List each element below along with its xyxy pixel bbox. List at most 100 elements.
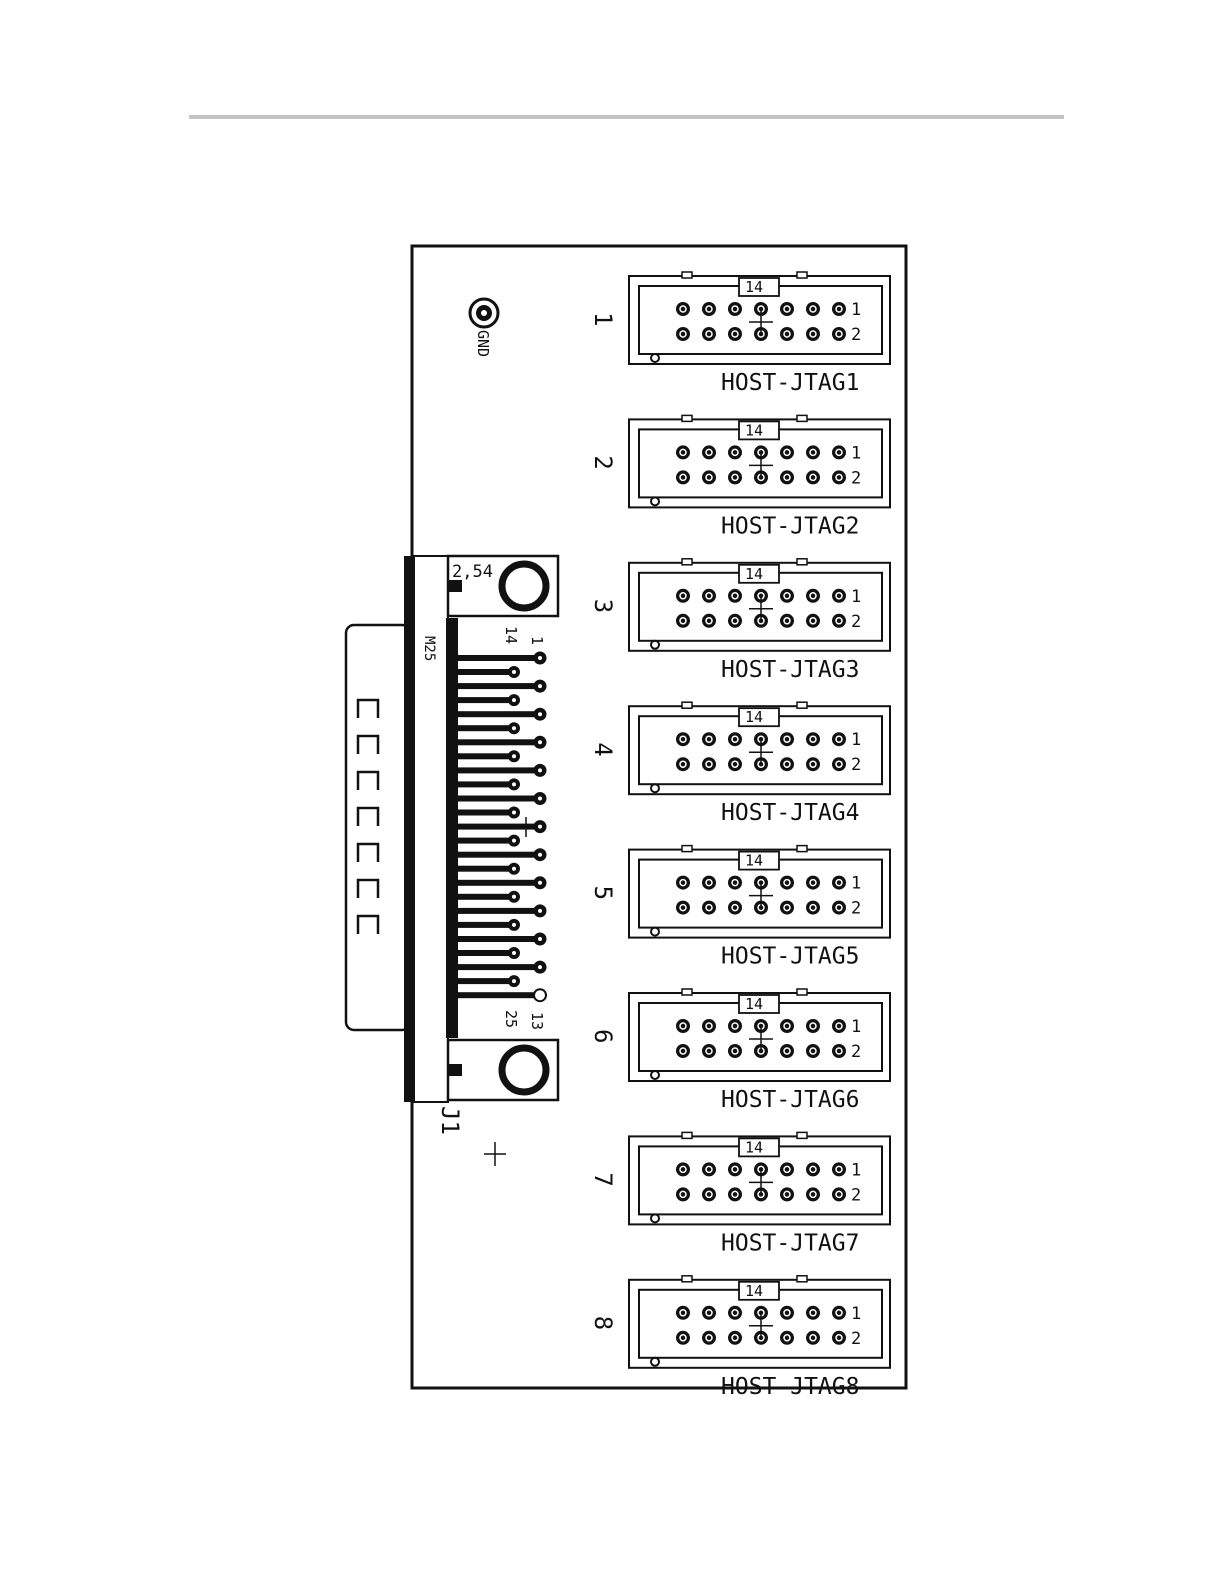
header-latch-notch [797,702,807,708]
header-number-label: 4 [589,742,617,756]
jtag-header: 14128HOST-JTAG8 [589,1276,890,1400]
header-pin-pad [676,901,690,915]
header-pin-pad [702,1187,716,1201]
db25-connector: M25 2,54 1 14 13 25 J1 [346,556,558,1135]
header-name-label: HOST-JTAG2 [721,513,859,539]
db25-trace-bottom-row [458,781,514,787]
header-pin-pad [676,470,690,484]
header-number-label: 3 [589,599,617,613]
header-pin-pad [676,1187,690,1201]
db25-trace-top-row [458,852,540,858]
header-via [651,1214,659,1222]
db25-trace-bottom-row [458,894,514,900]
header-pin-pad [728,589,742,603]
header-pin14-label: 14 [745,995,763,1013]
pitch-label: 2,54 [452,562,493,582]
header-via [651,784,659,792]
header-pin-pad [806,876,820,890]
gnd-testpoint: GND [470,299,498,357]
header-pin-pad [676,1331,690,1345]
header-pin-pad [806,470,820,484]
header-pin-pad [832,1044,846,1058]
db25-shell [346,625,410,1030]
header-name-label: HOST-JTAG1 [721,370,859,396]
header-latch-notch [682,272,692,278]
header-pin-pad [832,1162,846,1176]
shell-cut-mark [358,772,378,790]
db25-pad-hole [512,979,516,983]
db25-pad-hole [512,698,516,702]
header-pin14-label: 14 [745,1282,763,1300]
header-via [651,641,659,649]
db25-pad-hole [512,754,516,758]
header-pin-pad [702,470,716,484]
db25-trace-top-row [458,767,540,773]
header-row1-label: 1 [851,300,861,320]
header-pin-pad [728,732,742,746]
header-pin-pad [806,1331,820,1345]
header-pin-pad [832,614,846,628]
header-pin-pad [806,302,820,316]
header-pin-pad [780,1162,794,1176]
header-pin-pad [806,901,820,915]
header-row2-label: 2 [851,1185,861,1205]
header-pin-pad [728,1162,742,1176]
header-latch-notch [682,989,692,995]
db25-trace-bottom-row [458,753,514,759]
db25-pad-hole [512,951,516,955]
db25-pin25-label: 25 [502,1010,520,1028]
header-number-label: 1 [589,312,617,326]
header-pin-pad [832,876,846,890]
db25-trace-bottom-row [458,866,514,872]
header-pin-pad [780,445,794,459]
header-number-label: 7 [589,1172,617,1186]
header-row1-label: 1 [851,1160,861,1180]
header-pin-pad [728,901,742,915]
shell-cut-mark [358,700,378,718]
header-row2-label: 2 [851,325,861,345]
header-pin-pad [702,445,716,459]
header-pin-pad [780,1331,794,1345]
db25-pad-hole [538,768,542,772]
header-pin-pad [676,445,690,459]
db25-trace-top-row [458,992,540,998]
header-pin-pad [832,327,846,341]
header-pin-pad [676,327,690,341]
header-pin-pad [780,302,794,316]
db25-pad-hole [512,670,516,674]
header-pin-pad [676,876,690,890]
header-pin-pad [780,1019,794,1033]
header-pin-pad [676,732,690,746]
header-pin-pad [780,327,794,341]
header-pin-pad [780,757,794,771]
header-pin-pad [806,732,820,746]
db25-pin14-label: 14 [502,626,520,644]
shell-cut-mark [358,880,378,898]
header-row1-label: 1 [851,443,861,463]
header-number-label: 5 [589,886,617,900]
header-pin-pad [780,876,794,890]
db25-trace-bottom-row [458,838,514,844]
jtag-header: 14127HOST-JTAG7 [589,1132,890,1256]
header-pin-pad [676,757,690,771]
header-pin-pad [702,732,716,746]
header-pin-pad [728,757,742,771]
db25-pad-hole [512,782,516,786]
db25-pad-hole [538,797,542,801]
header-pin14-label: 14 [745,421,763,439]
mount-label: M25 [421,636,437,661]
jtag-headers: 14121HOST-JTAG114122HOST-JTAG214123HOST-… [589,272,890,1400]
header-via [651,1358,659,1366]
db25-pad-hole [512,923,516,927]
header-latch-notch [682,1132,692,1138]
gnd-label: GND [474,330,492,357]
db25-trace-top-row [458,936,540,942]
db25-flange [404,556,414,1102]
header-latch-notch [797,846,807,852]
db25-trace-top-row [458,739,540,745]
header-pin-pad [728,1044,742,1058]
header-pin-pad [702,757,716,771]
header-pin-pad [702,302,716,316]
db25-inner-bar [446,618,458,1038]
